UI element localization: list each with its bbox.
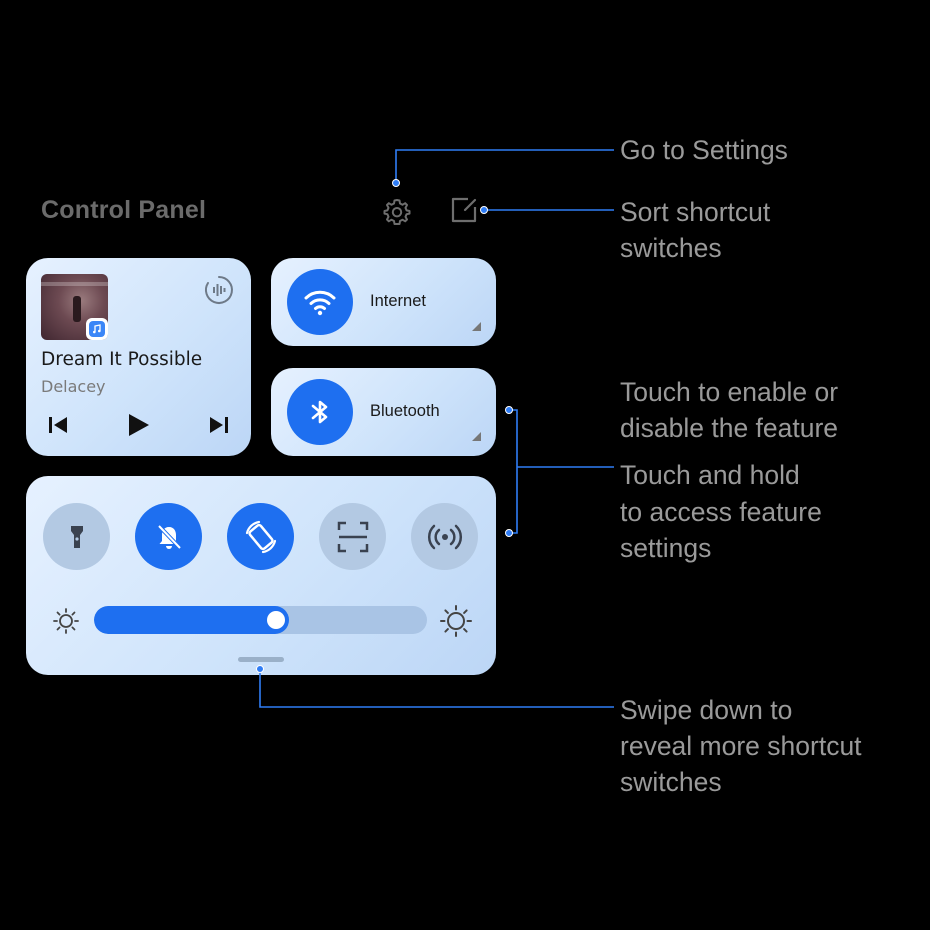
music-app-icon [86,318,108,340]
callout-hold-line-1: Touch and hold [620,460,800,490]
wifi-icon[interactable] [287,269,353,335]
artist-name: Delacey [41,377,106,396]
drag-handle[interactable] [238,657,284,662]
media-card[interactable]: Dream It Possible Delacey [26,258,251,456]
hotspot-icon[interactable] [411,503,478,570]
skip-next-icon[interactable] [206,412,232,438]
callout-sort-line-2: switches [620,233,722,263]
gear-icon[interactable] [381,196,413,228]
callout-swipe-line-3: switches [620,767,722,797]
callout-swipe-line-2: reveal more shortcut [620,731,862,761]
callout-swipe-line-1: Swipe down to [620,695,793,725]
expand-corner-icon [472,432,481,441]
skip-previous-icon[interactable] [45,412,71,438]
tile-label-bluetooth: Bluetooth [370,402,440,420]
auto-rotate-icon[interactable] [227,503,294,570]
song-title: Dream It Possible [41,349,203,370]
brightness-high-icon [439,604,473,638]
callout-hold-line-3: settings [620,533,712,563]
brightness-low-icon [52,607,80,635]
expand-corner-icon [472,322,481,331]
bell-muted-icon[interactable] [135,503,202,570]
bluetooth-icon[interactable] [287,379,353,445]
brightness-slider[interactable] [94,606,427,634]
page-title: Control Panel [41,196,207,224]
brightness-slider-fill [94,606,289,634]
shortcut-panel [26,476,496,675]
internet-tile[interactable]: Internet [271,258,496,346]
brightness-slider-thumb[interactable] [267,611,285,629]
play-icon[interactable] [125,412,151,438]
scan-icon[interactable] [319,503,386,570]
callout-touch-line-1: Touch to enable or [620,377,839,407]
bluetooth-tile[interactable]: Bluetooth [271,368,496,456]
callout-hold-line-2: to access feature [620,497,822,527]
callout-sort-line-1: Sort shortcut [620,197,771,227]
audio-output-icon[interactable] [203,274,235,306]
callout-go-to-settings: Go to Settings [620,135,788,165]
callout-touch-line-2: disable the feature [620,413,839,443]
flashlight-icon[interactable] [43,503,110,570]
edit-icon[interactable] [448,194,480,226]
tile-label-internet: Internet [370,292,426,310]
